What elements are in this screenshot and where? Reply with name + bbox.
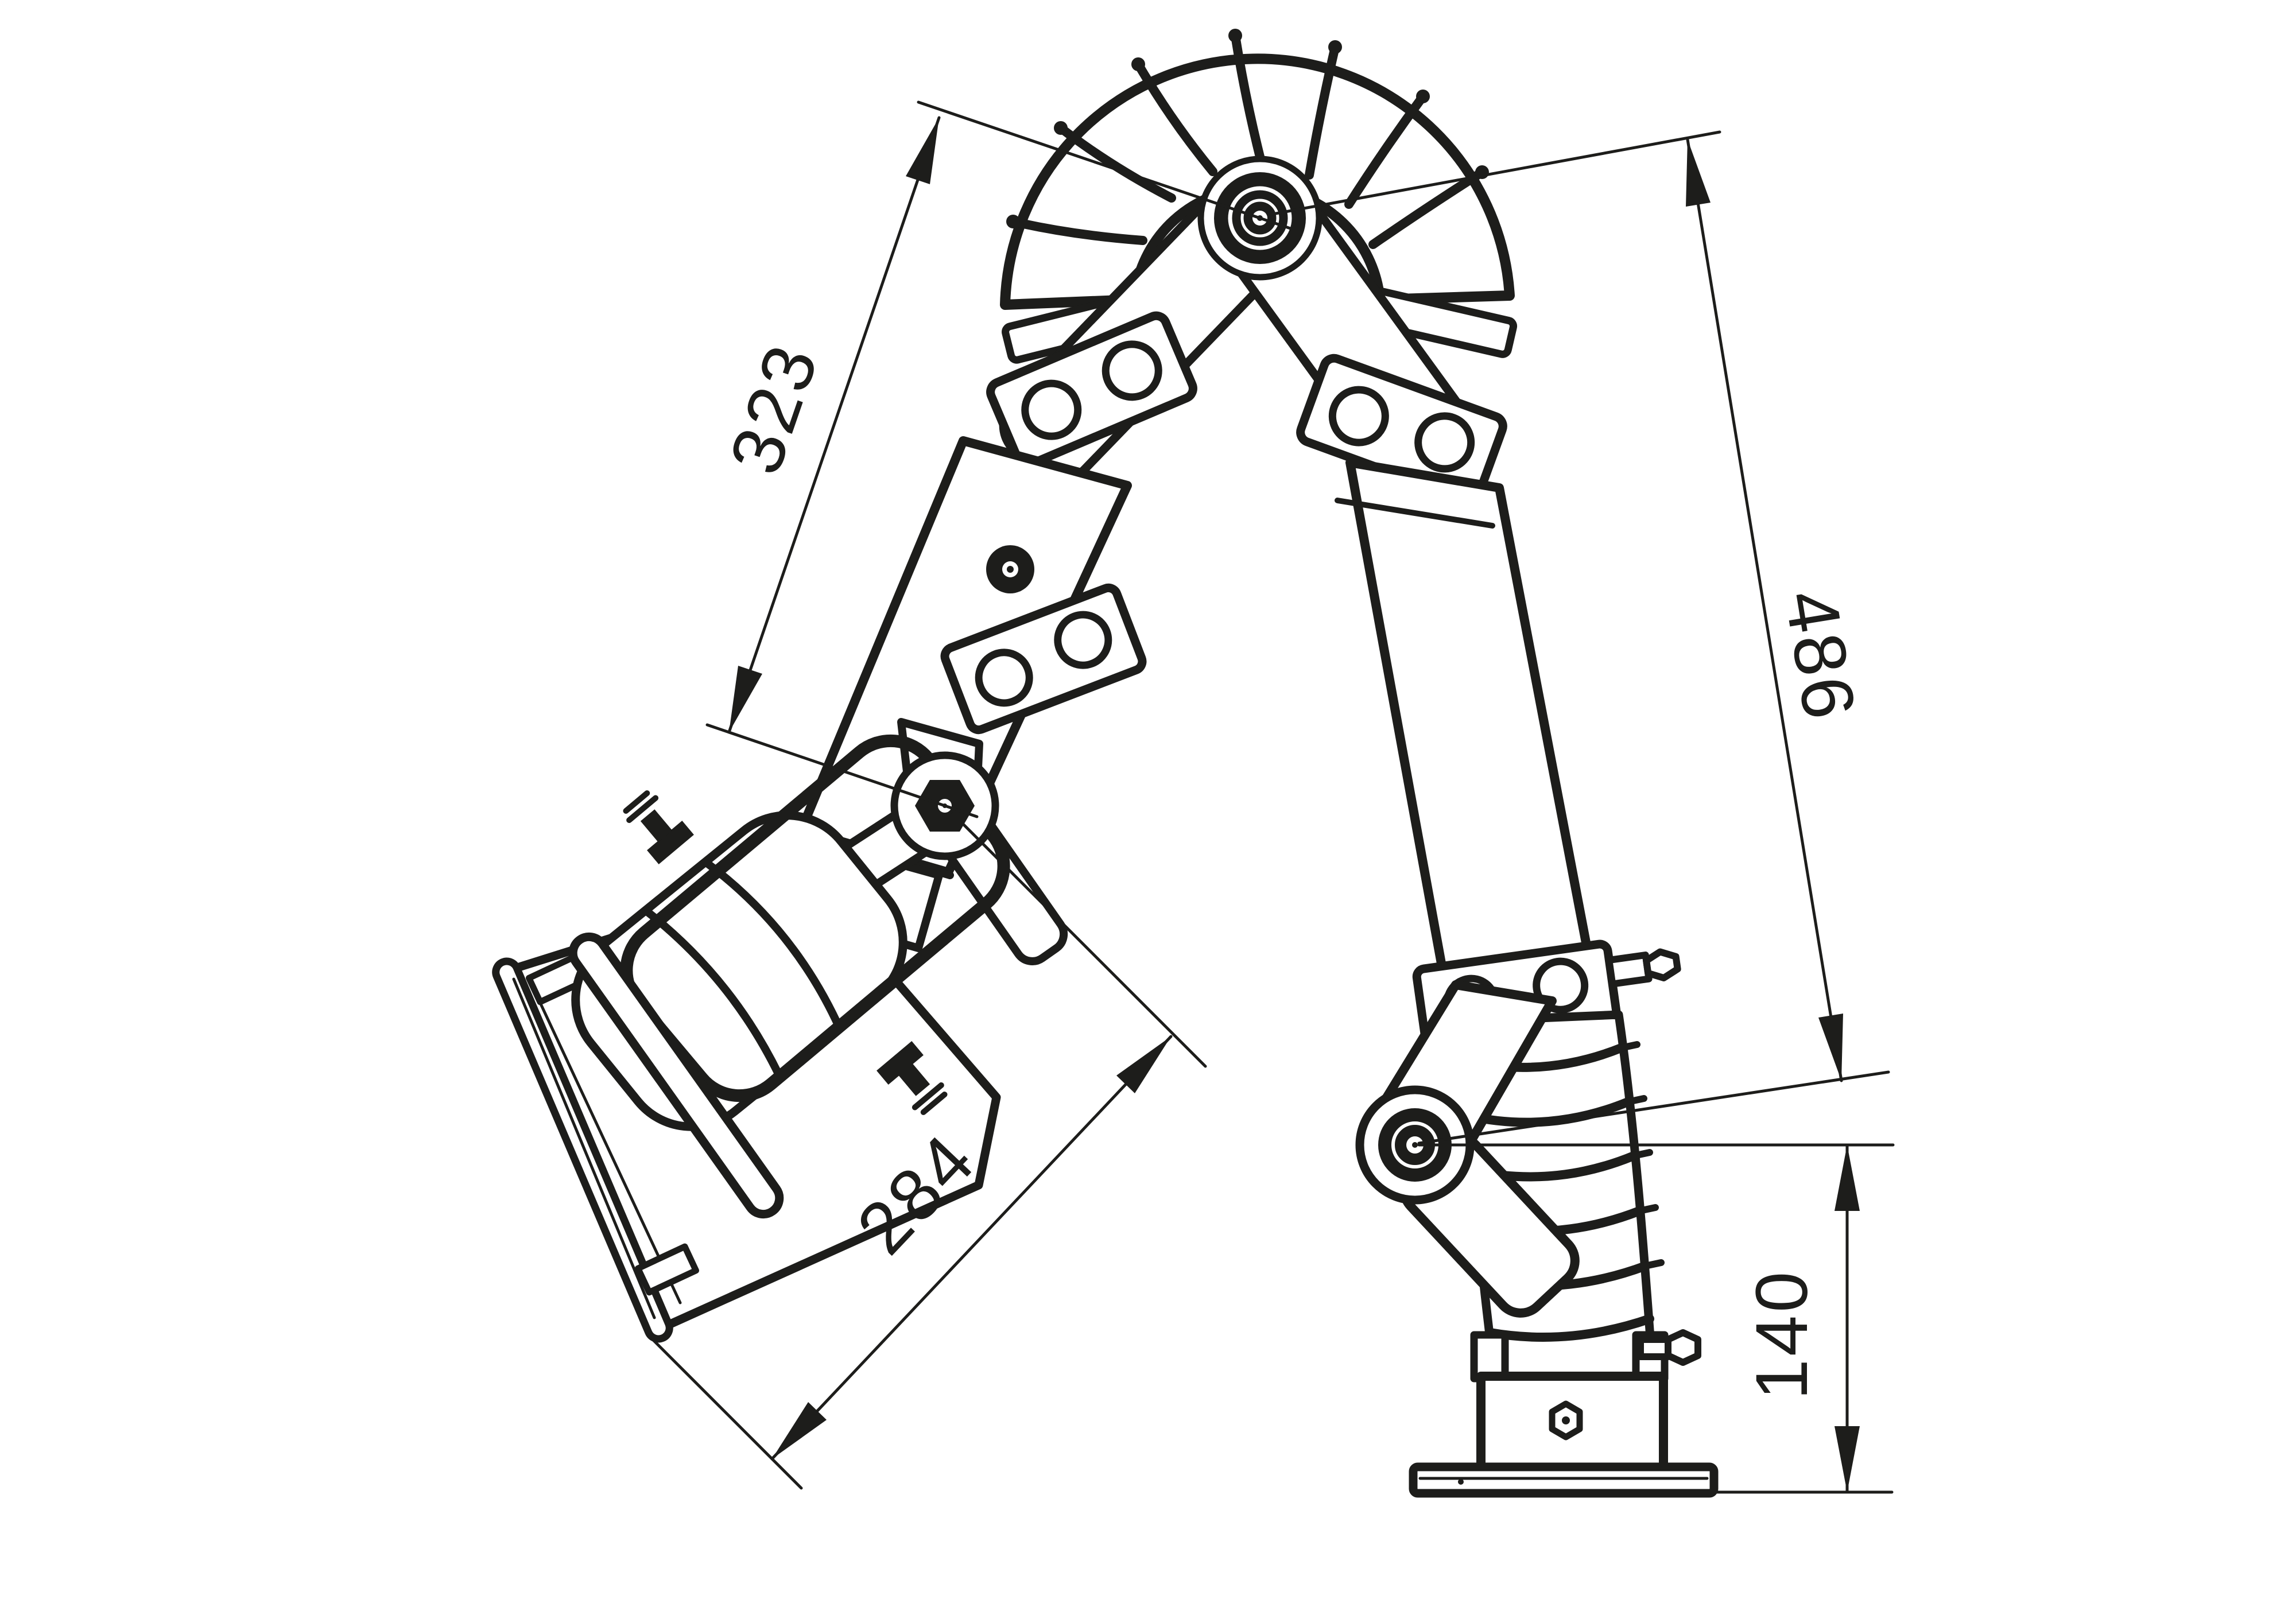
elbow-clamp-left [986,311,1197,469]
lower-arm-tube [1335,458,1597,984]
hood-flange [492,957,673,1343]
hose-rib-nodes [1006,29,1489,228]
hose-rib-lines [1009,31,1487,249]
hood-wing-bolt-upper [623,790,694,864]
suction-hood [492,734,1010,1343]
dimension-system: 323 486 284 140 [646,100,1895,1494]
dim-label-486: 486 [1769,585,1871,728]
dim-base-height: 140 [1417,1143,1895,1494]
base-pivot [1355,1085,1475,1205]
base-mounting [1409,1329,1719,1498]
base-box [1476,1372,1668,1474]
hood-wing-bolt-lower [876,1041,948,1115]
base-flange [1409,1462,1719,1498]
dim-label-323: 323 [714,333,835,484]
mid-clamp-plate [940,583,1147,735]
dim-label-140: 140 [1741,1269,1823,1400]
upper-arm-bolt [986,545,1034,593]
hose-spiral-ticks [1618,1041,1665,1269]
hood-handle-bar [568,932,784,1219]
